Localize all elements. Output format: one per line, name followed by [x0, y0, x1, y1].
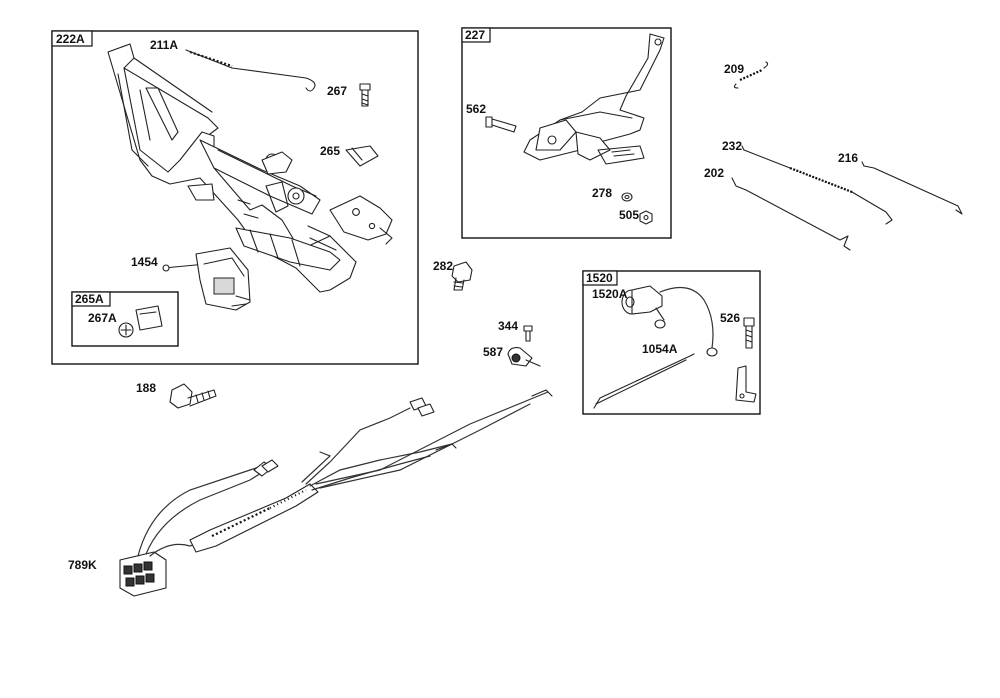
part-789K-harness [119, 389, 553, 597]
callout-216: 216 [838, 151, 858, 165]
callout-211A: 211A [150, 38, 178, 52]
group-1520-frame [582, 270, 761, 415]
group-227-label: 227 [465, 28, 485, 42]
part-188-bolt [169, 383, 217, 409]
part-282-bolt [451, 261, 473, 291]
callout-267: 267 [327, 84, 347, 98]
part-265-clip [345, 145, 379, 167]
part-587-clamp [507, 347, 541, 367]
part-267A-screw [118, 322, 134, 338]
group-227-tag [461, 27, 491, 43]
group-222A-frame [51, 30, 419, 365]
callout-278: 278 [592, 186, 612, 200]
group-222A: 222A [51, 30, 419, 365]
callout-202: 202 [704, 166, 724, 180]
callout-1520A: 1520A [592, 287, 628, 301]
callout-526: 526 [720, 311, 740, 325]
control-bracket-drawing [107, 43, 393, 293]
callout-1054A: 1054A [642, 342, 678, 356]
part-1520-bracket [735, 365, 757, 403]
group-1520: 1520 [582, 270, 761, 415]
part-562-pin [485, 116, 517, 133]
part-1454-switch [162, 247, 251, 311]
part-1054A-tie [593, 353, 695, 409]
part-526-screw [743, 317, 755, 349]
group-265A-label: 265A [75, 292, 104, 306]
callout-209: 209 [724, 62, 744, 76]
group-227-frame [461, 27, 672, 239]
part-209-spring [733, 61, 769, 89]
group-265A-frame [71, 291, 179, 347]
part-278-washer [621, 192, 633, 202]
callout-344: 344 [498, 319, 518, 333]
group-222A-label: 222A [56, 32, 85, 46]
callout-505: 505 [619, 208, 639, 222]
group-265A: 265A [71, 291, 179, 347]
group-227: 227 [461, 27, 672, 239]
group-222A-tag [51, 30, 93, 47]
part-202-rod [731, 177, 851, 251]
callout-232: 232 [722, 139, 742, 153]
callout-587: 587 [483, 345, 503, 359]
part-211A-spring [185, 49, 316, 92]
callout-265: 265 [320, 144, 340, 158]
group-1520-tag [582, 270, 618, 286]
group-265A-tag [71, 291, 111, 307]
part-227-lever [523, 33, 665, 165]
group-1520-label: 1520 [586, 271, 613, 285]
callout-562: 562 [466, 102, 486, 116]
part-505-nut [639, 210, 653, 225]
callout-267A: 267A [88, 311, 117, 325]
part-1520A-sensor [621, 285, 718, 357]
part-232-spring-rod [741, 145, 893, 225]
callout-188: 188 [136, 381, 156, 395]
callout-1454: 1454 [131, 255, 158, 269]
callout-282: 282 [433, 259, 453, 273]
part-267-screw [359, 83, 371, 107]
callout-789K: 789K [68, 558, 97, 572]
part-265A-clip [135, 305, 163, 331]
part-216-rod [861, 161, 963, 215]
part-344-screw [523, 325, 533, 342]
